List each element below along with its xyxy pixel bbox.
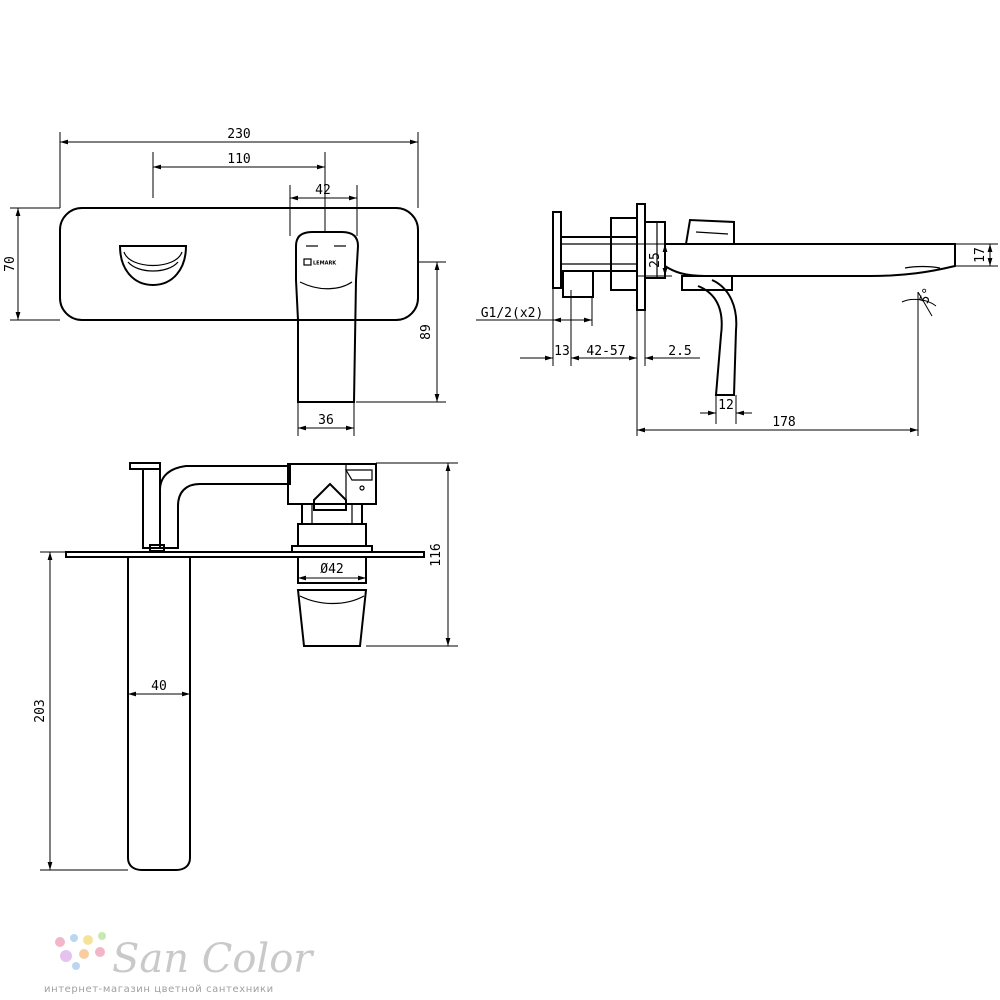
dim-17: 17: [973, 247, 988, 263]
dim-12: 12: [718, 398, 734, 413]
dim-230: 230: [227, 127, 250, 142]
dim-2-5: 2.5: [668, 344, 691, 359]
wall-plate-top: [65, 551, 425, 558]
handle-front: LEMARK: [295, 231, 360, 403]
watermark-dot: [55, 937, 65, 947]
dim-110: 110: [227, 152, 250, 167]
watermark-dot: [70, 934, 78, 942]
side-view: G1/2(x2) 13 42-57 2.5 25 17 5° 12 178: [476, 203, 998, 436]
wall-plate-front: [59, 207, 419, 321]
dim-40: 40: [151, 679, 167, 694]
handle-top: [296, 589, 368, 647]
watermark-name: San Color: [112, 936, 315, 982]
watermark-dot: [98, 932, 106, 940]
front-view: LEMARK 230 110 42 70 89 36: [3, 127, 446, 436]
dim-angle: 5°: [917, 286, 936, 306]
handle-side: [697, 279, 738, 396]
dim-36: 36: [318, 413, 334, 428]
spout-top: [127, 556, 191, 871]
dim-thread: G1/2(x2): [481, 306, 544, 321]
wall-plate-side: [636, 203, 646, 311]
watermark-dot: [95, 947, 105, 957]
watermark: San Color интернет-магазин цветной санте…: [44, 932, 315, 995]
watermark-dot: [72, 962, 80, 970]
watermark-dot: [79, 949, 89, 959]
watermark-tagline: интернет-магазин цветной сантехники: [44, 984, 274, 995]
dim-42-front: 42: [315, 183, 331, 198]
dim-70: 70: [3, 256, 18, 272]
dim-42-57: 42-57: [586, 344, 625, 359]
brand-mark: LEMARK: [313, 261, 337, 267]
spout-side: [664, 243, 956, 277]
dim-89: 89: [419, 324, 434, 340]
dim-25: 25: [648, 252, 663, 268]
dim-diameter-42: Ø42: [320, 562, 343, 577]
watermark-dot: [60, 950, 72, 962]
dim-116: 116: [429, 543, 444, 566]
spout-outlet-front: [118, 245, 188, 287]
dim-203: 203: [33, 699, 48, 722]
dim-13: 13: [554, 344, 570, 359]
top-view: 116 Ø42 203 40: [33, 462, 458, 871]
watermark-dot: [83, 935, 93, 945]
dim-178: 178: [772, 415, 795, 430]
watermark-dots-icon: [55, 932, 106, 970]
